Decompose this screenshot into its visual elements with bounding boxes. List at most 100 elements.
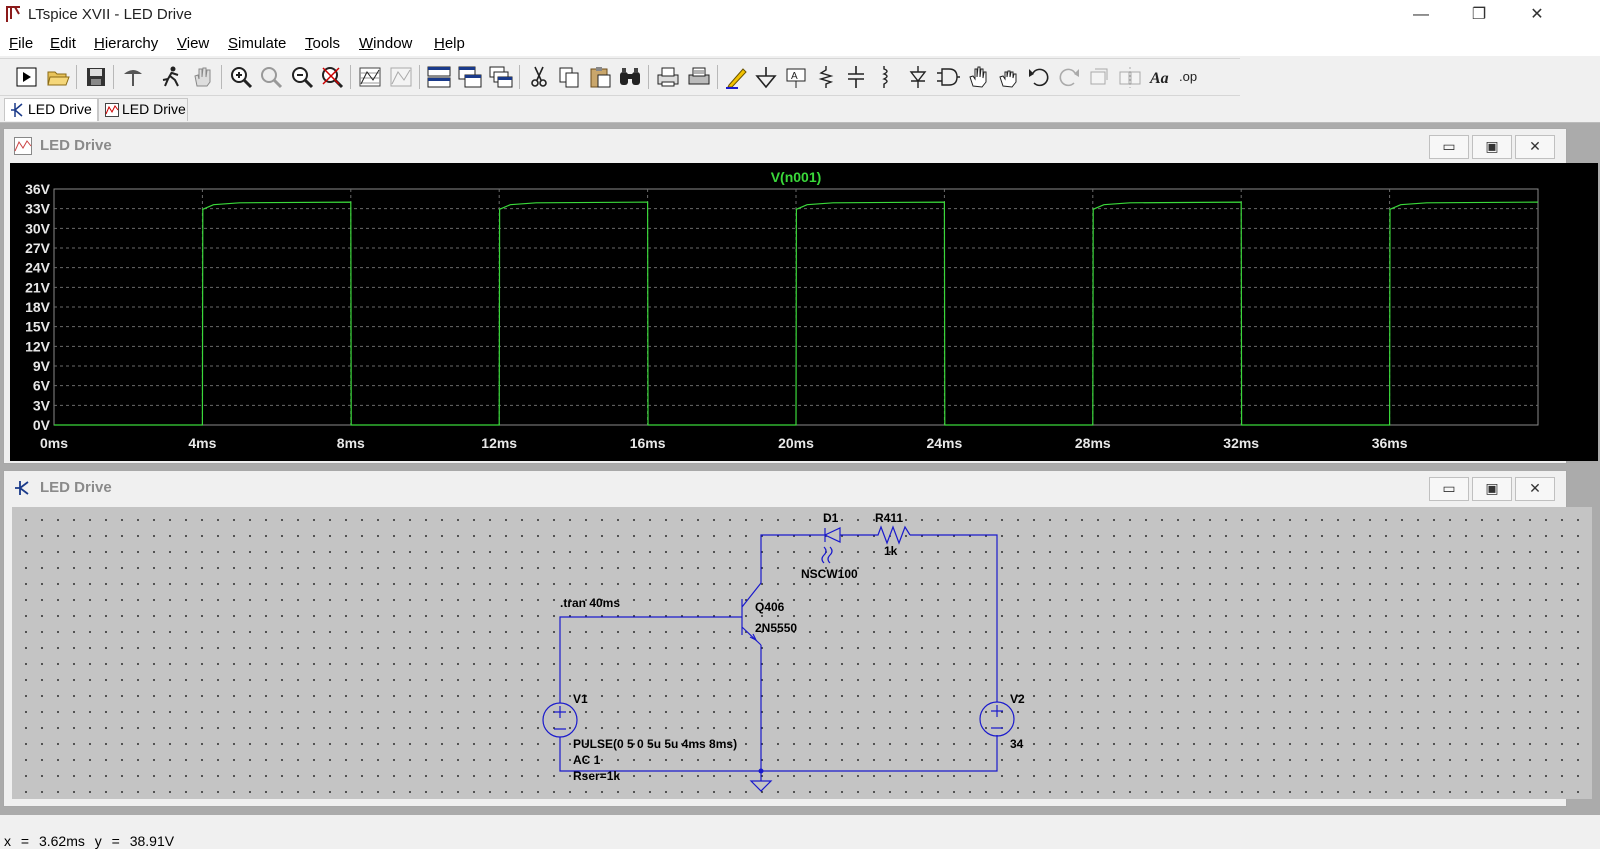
inductor-icon[interactable] — [873, 64, 899, 90]
menu-file[interactable]: File — [9, 35, 34, 52]
diode-d1-symbol — [820, 527, 844, 564]
rotate-icon[interactable] — [1087, 64, 1113, 90]
open-icon[interactable] — [45, 64, 71, 90]
schematic-drawing[interactable]: D1 NSCW100 R411 1k Q406 2N5550 .tran 40m… — [12, 507, 1592, 799]
drag-icon[interactable] — [995, 64, 1021, 90]
ground-symbol — [749, 780, 773, 792]
x-tick-label: 4ms — [188, 435, 216, 451]
x-tick-label: 16ms — [630, 435, 666, 451]
menu-help[interactable]: Help — [434, 35, 465, 52]
v1-rser-label[interactable]: Rser=1k — [573, 769, 620, 783]
cursor-readout: x = 3.62ms y = 38.91V — [4, 833, 175, 849]
menu-edit[interactable]: Edit — [50, 35, 76, 52]
window-close-button[interactable]: ✕ — [1530, 6, 1544, 23]
print-icon[interactable] — [686, 64, 712, 90]
halt-icon[interactable] — [189, 64, 215, 90]
run-man-icon[interactable] — [158, 64, 184, 90]
save-icon[interactable] — [83, 64, 109, 90]
window-restore-button[interactable]: ❐ — [1471, 6, 1487, 23]
move-icon[interactable] — [965, 64, 991, 90]
draw-wire-icon[interactable] — [724, 64, 750, 90]
menu-view[interactable]: View — [177, 35, 210, 52]
paste-icon[interactable] — [587, 64, 613, 90]
r411-value-label[interactable]: 1k — [884, 544, 898, 558]
tab-waveform-led-drive[interactable]: LED Drive — [98, 98, 188, 121]
tab-schematic-led-drive[interactable]: LED Drive — [4, 98, 98, 121]
r411-name-label[interactable]: R411 — [875, 511, 903, 525]
v1-ac-label[interactable]: AC 1 — [573, 753, 601, 767]
label-net-icon[interactable]: A — [783, 64, 809, 90]
spice-directive-icon[interactable]: .op — [1178, 64, 1204, 90]
y-tick-label: 30V — [25, 220, 51, 236]
capacitor-icon[interactable] — [843, 64, 869, 90]
v1-pulse-label[interactable]: PULSE(0 5 0 5u 5u 4ms 8ms) — [573, 737, 737, 751]
diode-icon[interactable] — [905, 64, 931, 90]
source-v1-symbol — [542, 702, 578, 738]
tran-directive[interactable]: .tran 40ms — [560, 596, 620, 610]
schematic-maximize-button[interactable]: ▣ — [1472, 477, 1512, 501]
y-tick-label: 21V — [25, 279, 51, 295]
schematic-close-button[interactable]: ✕ — [1515, 477, 1555, 501]
menu-hierarchy[interactable]: Hierarchy — [94, 35, 159, 52]
status-bar: x = 3.62ms y = 38.91V — [0, 815, 1600, 849]
pick-visible-traces-icon[interactable] — [388, 64, 414, 90]
wire-r411-v2 — [910, 534, 998, 702]
text-icon[interactable]: Aa — [1148, 64, 1174, 90]
x-tick-label: 24ms — [926, 435, 962, 451]
zoom-area-icon[interactable] — [258, 64, 284, 90]
tab-label: LED Drive — [28, 101, 92, 117]
wire-v1-base — [559, 616, 734, 703]
resistor-r411-symbol — [874, 525, 911, 545]
y-tick-label: 18V — [25, 299, 51, 315]
v1-name-label[interactable]: V1 — [573, 692, 588, 706]
zoom-out-icon[interactable] — [289, 64, 315, 90]
svg-text:A: A — [791, 71, 798, 82]
component-icon[interactable] — [935, 64, 961, 90]
y-tick-label: 3V — [33, 397, 51, 413]
q406-model-label[interactable]: 2N5550 — [755, 621, 797, 635]
run-icon[interactable] — [14, 64, 40, 90]
redo-icon[interactable] — [1056, 64, 1082, 90]
svg-text:Aa: Aa — [1149, 70, 1169, 87]
v2-name-label[interactable]: V2 — [1010, 692, 1025, 706]
q406-name-label[interactable]: Q406 — [755, 600, 785, 614]
zoom-fit-icon[interactable] — [319, 64, 345, 90]
copy-icon[interactable] — [556, 64, 582, 90]
schematic-minimize-button[interactable]: ▭ — [1429, 477, 1469, 501]
schematic-icon — [15, 481, 29, 495]
waveform-icon — [105, 103, 119, 117]
y-tick-label: 24V — [25, 260, 51, 276]
mirror-icon[interactable] — [1117, 64, 1143, 90]
zoom-in-icon[interactable] — [228, 64, 254, 90]
cascade-icon[interactable] — [488, 64, 514, 90]
find-icon[interactable] — [617, 64, 643, 90]
waveform-minimize-button[interactable]: ▭ — [1429, 135, 1469, 159]
tile-vertical-icon[interactable] — [457, 64, 483, 90]
undo-icon[interactable] — [1026, 64, 1052, 90]
schematic-canvas[interactable]: D1 NSCW100 R411 1k Q406 2N5550 .tran 40m… — [12, 507, 1592, 799]
waveform-close-button[interactable]: ✕ — [1515, 135, 1555, 159]
x-tick-label: 8ms — [337, 435, 365, 451]
cut-icon[interactable] — [526, 64, 552, 90]
menu-simulate[interactable]: Simulate — [228, 35, 287, 52]
d1-model-label[interactable]: NSCW100 — [801, 567, 858, 581]
v2-value-label[interactable]: 34 — [1010, 737, 1024, 751]
ground-icon[interactable] — [753, 64, 779, 90]
control-panel-icon[interactable] — [120, 64, 146, 90]
autorange-icon[interactable] — [357, 64, 383, 90]
waveform-window-titlebar[interactable]: LED Drive ▭ ▣ ✕ — [4, 129, 1566, 161]
schematic-window-titlebar[interactable]: LED Drive ▭ ▣ ✕ — [4, 471, 1566, 503]
tile-horizontal-icon[interactable] — [426, 64, 452, 90]
print-preview-icon[interactable] — [655, 64, 681, 90]
window-minimize-button[interactable]: — — [1413, 6, 1429, 23]
waveform-maximize-button[interactable]: ▣ — [1472, 135, 1512, 159]
d1-name-label[interactable]: D1 — [823, 511, 839, 525]
toolbar-separator — [519, 65, 520, 89]
menu-tools[interactable]: Tools — [305, 35, 341, 52]
resistor-icon[interactable] — [813, 64, 839, 90]
menu-window[interactable]: Window — [359, 35, 413, 52]
